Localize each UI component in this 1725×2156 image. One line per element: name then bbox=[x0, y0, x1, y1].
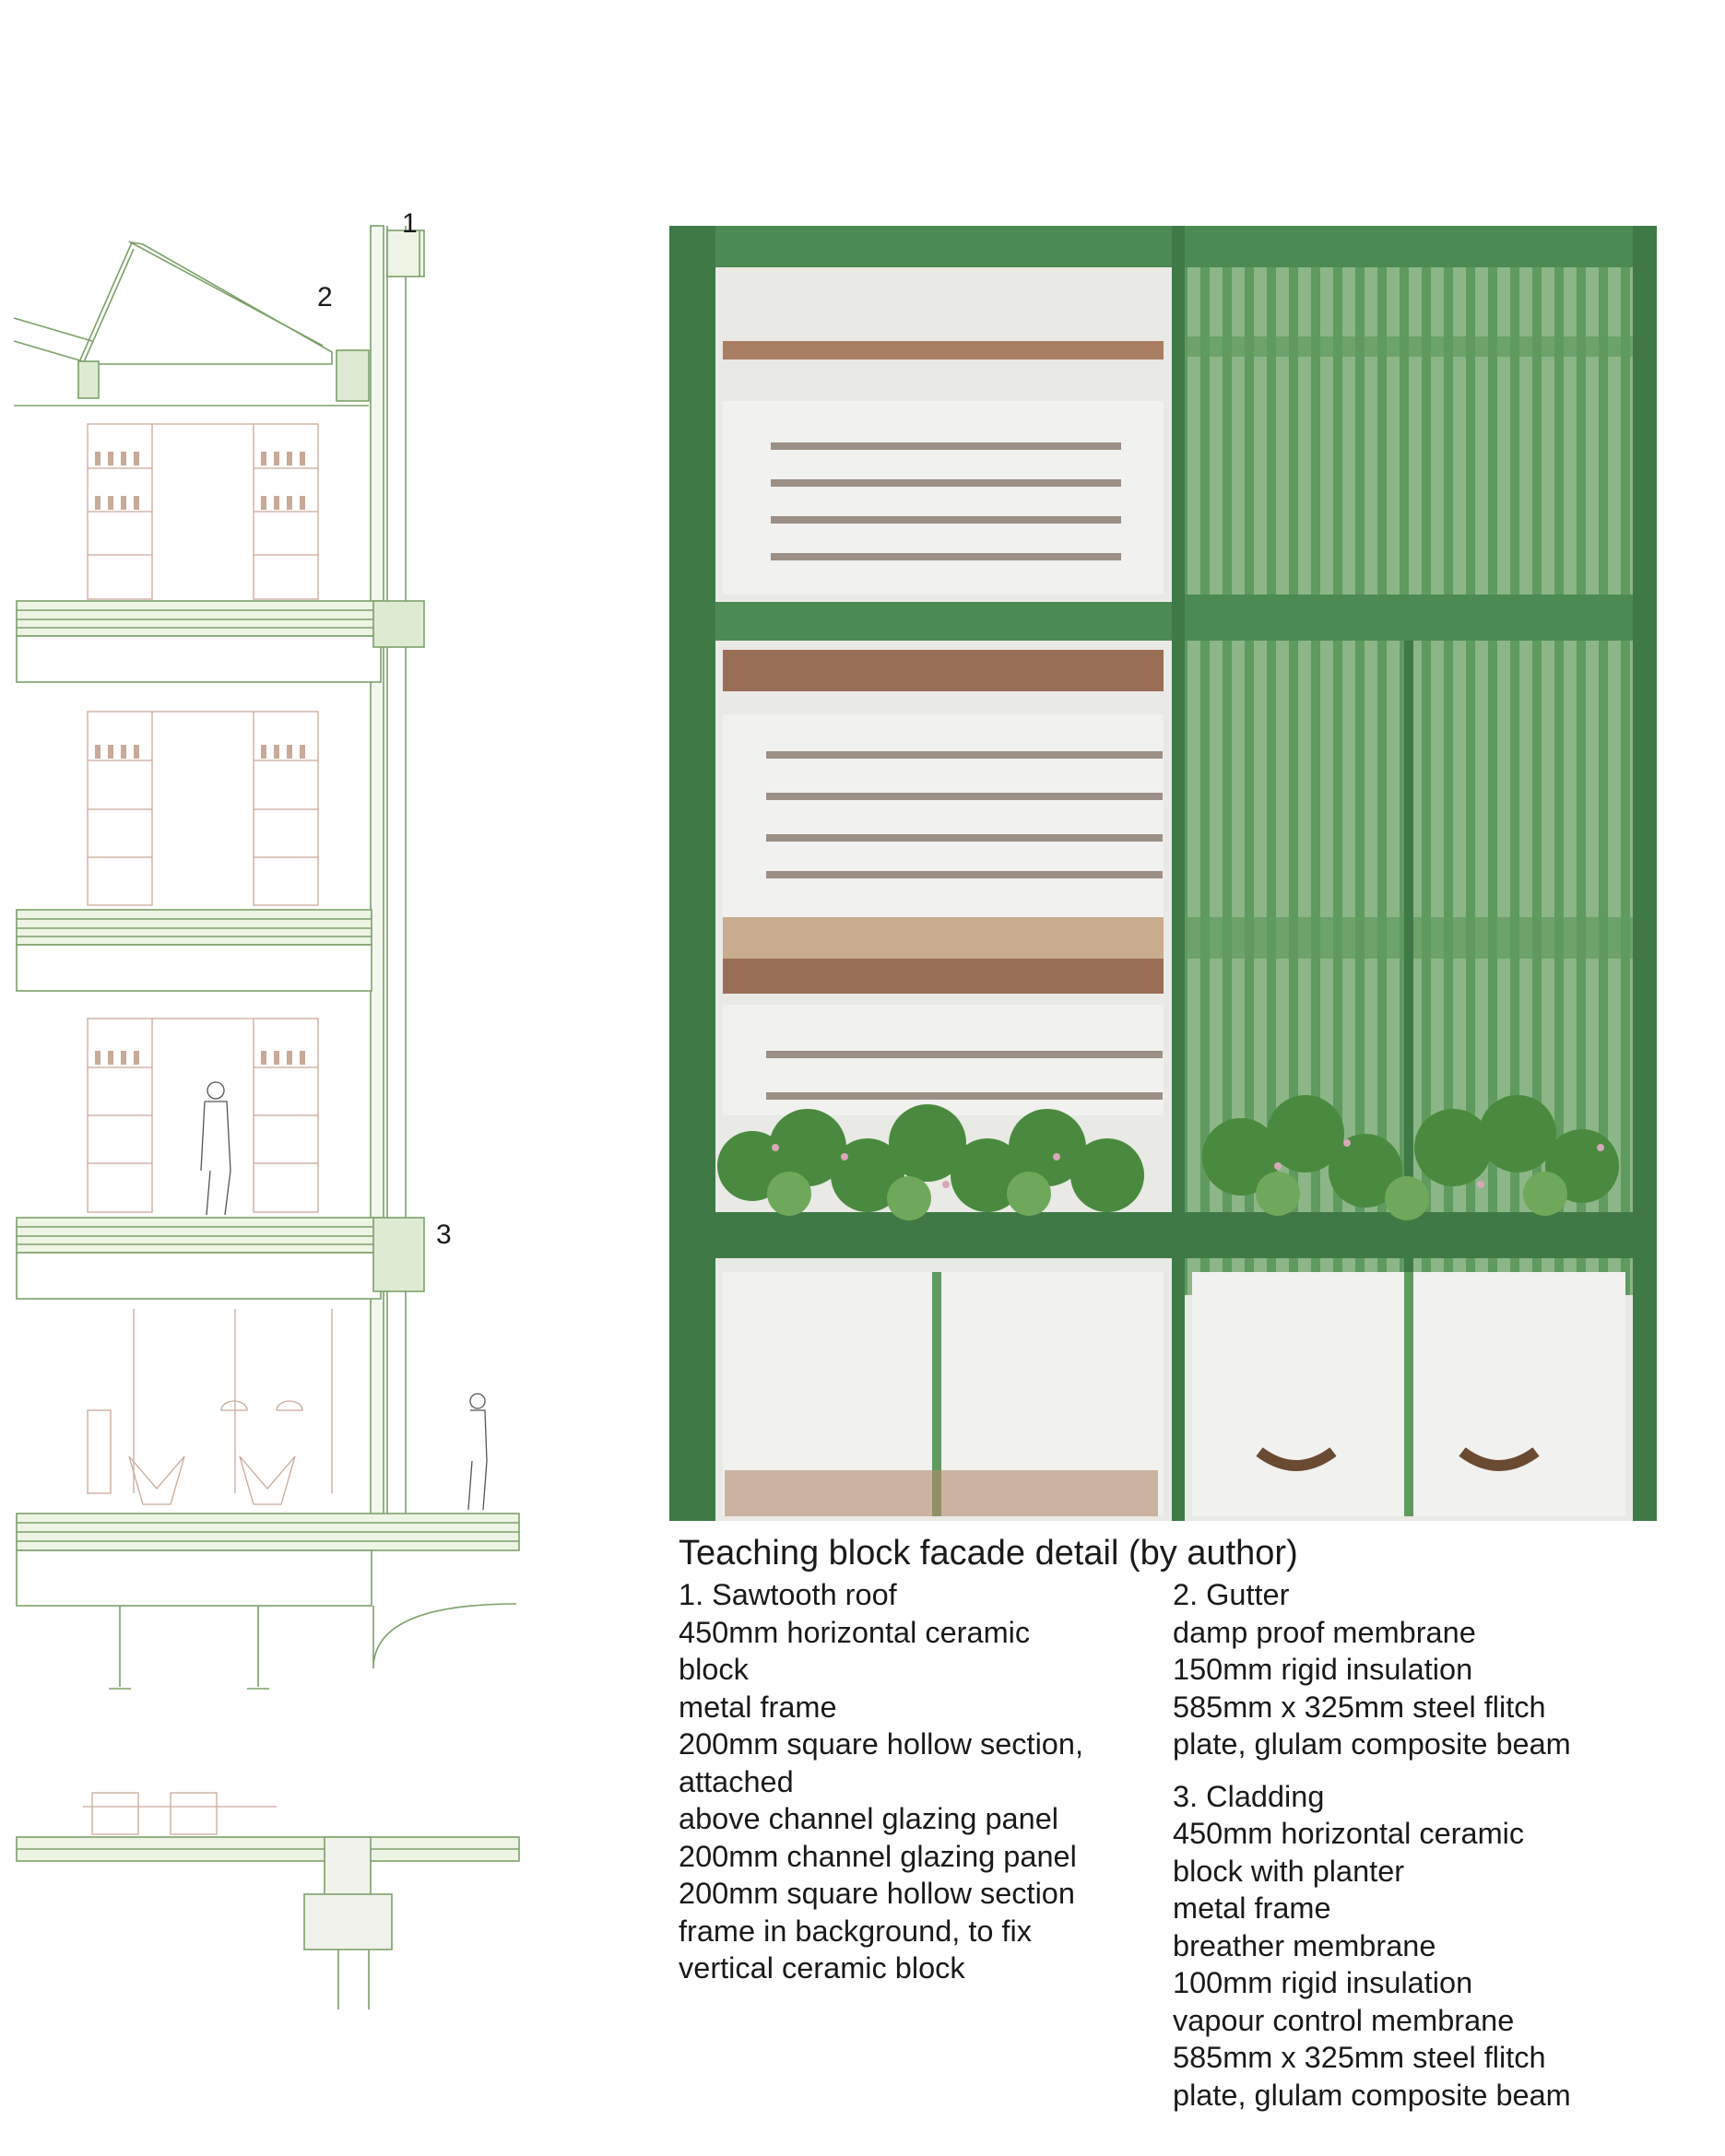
callout-1: 1 bbox=[402, 208, 418, 239]
notes-left: 1. Sawtooth roof 450mm horizontal cerami… bbox=[679, 1576, 1083, 1987]
facade-wall bbox=[370, 225, 425, 1522]
note-line: plate, glulam composite beam bbox=[1173, 2078, 1571, 2112]
note-line: 585mm x 325mm steel flitch bbox=[1173, 1690, 1546, 1724]
note-line: damp proof membrane bbox=[1173, 1615, 1476, 1649]
posts bbox=[109, 1603, 517, 1690]
note-line: block with planter bbox=[1173, 1854, 1405, 1888]
shelf-items bbox=[95, 452, 305, 1065]
note-line: 2. Gutter bbox=[1173, 1578, 1290, 1611]
center-column bbox=[1172, 226, 1185, 1521]
note-line: vertical ceramic block bbox=[679, 1951, 965, 1985]
planter-foliage bbox=[715, 1095, 1637, 1258]
note-line: 450mm horizontal ceramic bbox=[1173, 1817, 1525, 1850]
shelving bbox=[83, 423, 333, 1835]
note-line: vapour control membrane bbox=[1173, 2003, 1515, 2037]
note-line: 200mm channel glazing panel bbox=[679, 1839, 1077, 1873]
note-line: attached bbox=[679, 1764, 794, 1798]
note-line: breather membrane bbox=[1173, 1928, 1436, 1962]
note-line: 3. Cladding bbox=[1173, 1779, 1325, 1813]
note-line: 1. Sawtooth roof bbox=[679, 1578, 897, 1611]
callout-2: 2 bbox=[317, 282, 333, 312]
note-line: 200mm square hollow section, bbox=[679, 1727, 1083, 1761]
note-line: metal frame bbox=[679, 1690, 837, 1724]
building-section-drawing bbox=[13, 225, 520, 2009]
right-column bbox=[1633, 226, 1657, 1521]
left-glazing-bays bbox=[715, 226, 1172, 1115]
callout-3: 3 bbox=[436, 1219, 452, 1250]
caption-title: Teaching block facade detail (by author) bbox=[679, 1534, 1298, 1573]
left-ceramic-column bbox=[669, 226, 715, 1521]
note-line: 585mm x 325mm steel flitch bbox=[1173, 2041, 1546, 2074]
human-figures bbox=[200, 1081, 488, 1511]
sawtooth-roof bbox=[13, 241, 370, 406]
notes-right: 2. Gutter damp proof membrane 150mm rigi… bbox=[1173, 1576, 1571, 2114]
floor-slabs bbox=[16, 600, 520, 2009]
note-line: 450mm horizontal ceramic bbox=[679, 1615, 1031, 1649]
facade-elevation-render bbox=[669, 226, 1657, 1521]
note-line: plate, glulam composite beam bbox=[1173, 1727, 1571, 1761]
note-line: frame in background, to fix bbox=[679, 1914, 1032, 1948]
right-ceramic-cladding bbox=[1185, 226, 1633, 1295]
ground-floor-glazing bbox=[723, 1272, 1625, 1516]
note-line: 100mm rigid insulation bbox=[1173, 1966, 1473, 1999]
note-line: metal frame bbox=[1173, 1891, 1331, 1925]
note-line: above channel glazing panel bbox=[679, 1802, 1058, 1835]
note-line: 150mm rigid insulation bbox=[1173, 1653, 1473, 1686]
note-line: block bbox=[679, 1653, 749, 1686]
note-line: 200mm square hollow section bbox=[679, 1877, 1075, 1910]
